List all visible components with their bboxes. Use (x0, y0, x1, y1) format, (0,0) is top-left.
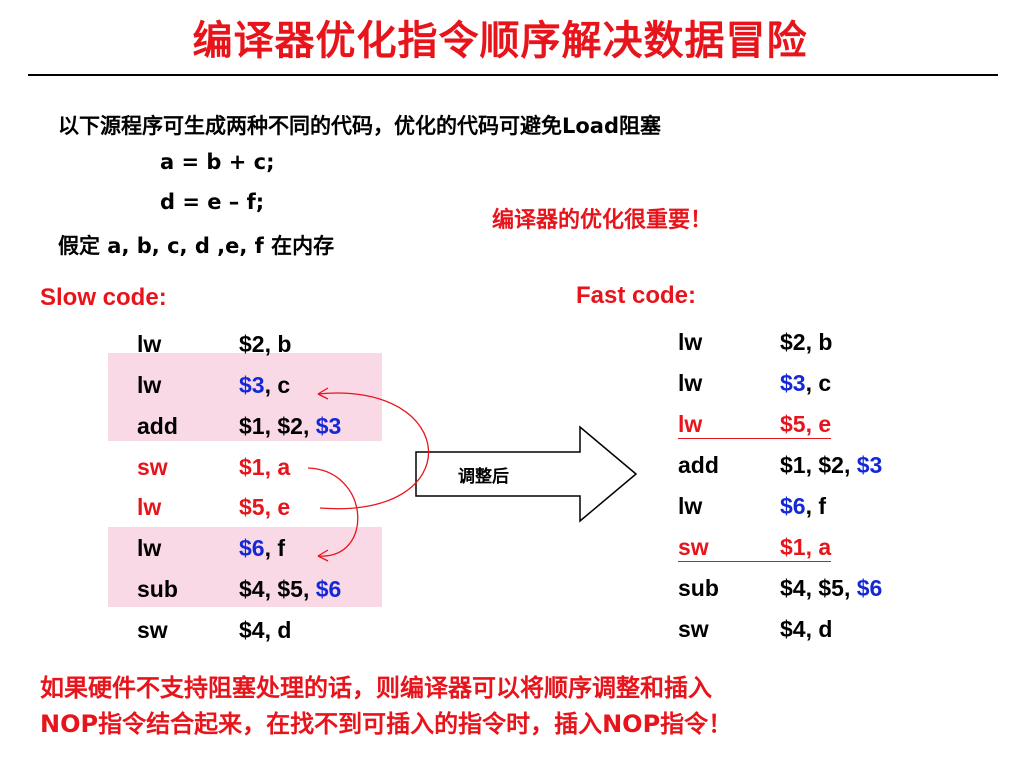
slide-title: 编译器优化指令顺序解决数据冒险 (192, 18, 808, 64)
fast-operands: $4, d (780, 616, 833, 642)
conclusion-line: NOP指令结合起来，在找不到可插入的指令时，插入NOP指令！ (40, 710, 733, 738)
slow-operands: $1, a (239, 454, 291, 480)
slow-op: sw (137, 454, 168, 480)
slow-register: $3 (239, 372, 265, 398)
source-line-d: d = e – f; (160, 190, 265, 214)
fast-op: lw (678, 370, 703, 396)
fast-operands: $2, b (780, 329, 833, 355)
fast-op: lw (678, 493, 703, 519)
slow-operands: $1, $2, $3 (239, 413, 341, 440)
slow-operands: $4, d (239, 617, 292, 643)
fast-operands: $1, $2, $3 (780, 452, 882, 479)
fast-operands: $5, e (780, 411, 832, 439)
slow-operand-rest: $1, $2, (239, 413, 316, 439)
slow-operand-rest: , f (264, 535, 286, 561)
fast-op: sub (678, 575, 719, 601)
slow-op: lw (137, 535, 162, 561)
fast-operand-rest: , f (805, 493, 827, 519)
fast-code-header: Fast code: (576, 282, 697, 309)
slow-code-header: Slow code: (40, 284, 167, 311)
fast-operands: $1, a (780, 534, 832, 562)
fast-operand-rest: $1, $2, (780, 452, 857, 478)
fast-operand-rest: , c (805, 370, 832, 396)
slow-register: $6 (315, 576, 342, 602)
fast-register: $3 (780, 370, 806, 396)
slow-operands: $3, c (239, 372, 290, 399)
slow-op: sub (137, 576, 178, 602)
fast-op: add (678, 452, 719, 478)
conclusion-line: 如果硬件不支持阻塞处理的话，则编译器可以将顺序调整和插入 (40, 674, 712, 702)
arrow-label: 调整后 (458, 467, 509, 487)
fast-op: lw (678, 411, 780, 439)
stall-highlight-2 (108, 527, 382, 607)
slow-op: sw (137, 617, 168, 643)
title-divider (28, 74, 998, 76)
slow-operands: $2, b (239, 331, 292, 357)
fast-operands: $4, $5, $6 (780, 575, 882, 602)
fast-op: sw (678, 534, 780, 562)
fast-register: $3 (856, 452, 883, 478)
slow-operands: $6, f (239, 535, 285, 562)
stall-highlight-1 (108, 353, 382, 441)
slow-register: $6 (239, 535, 265, 561)
slow-register: $3 (315, 413, 342, 439)
slow-operand-rest: , c (264, 372, 291, 398)
slow-op: lw (137, 372, 162, 398)
slow-operand-rest: $4, $5, (239, 576, 316, 602)
fast-operands: $3, c (780, 370, 831, 397)
fast-operands: $6, f (780, 493, 826, 520)
fast-register: $6 (856, 575, 883, 601)
slow-op: lw (137, 331, 162, 357)
source-line-a: a = b + c; (160, 150, 275, 174)
intro-line: 以下源程序可生成两种不同的代码，优化的代码可避免Load阻塞 (58, 114, 662, 138)
important-note: 编译器的优化很重要！ (492, 208, 713, 233)
fast-register: $6 (780, 493, 806, 519)
assumption-line: 假定 a, b, c, d ,e, f 在内存 (58, 234, 335, 258)
slow-operands: $4, $5, $6 (239, 576, 341, 603)
slow-operands: $5, e (239, 494, 291, 520)
fast-op: sw (678, 616, 709, 642)
fast-operand-rest: $4, $5, (780, 575, 857, 601)
slow-op: lw (137, 494, 162, 520)
fast-op: lw (678, 329, 703, 355)
slow-op: add (137, 413, 178, 439)
